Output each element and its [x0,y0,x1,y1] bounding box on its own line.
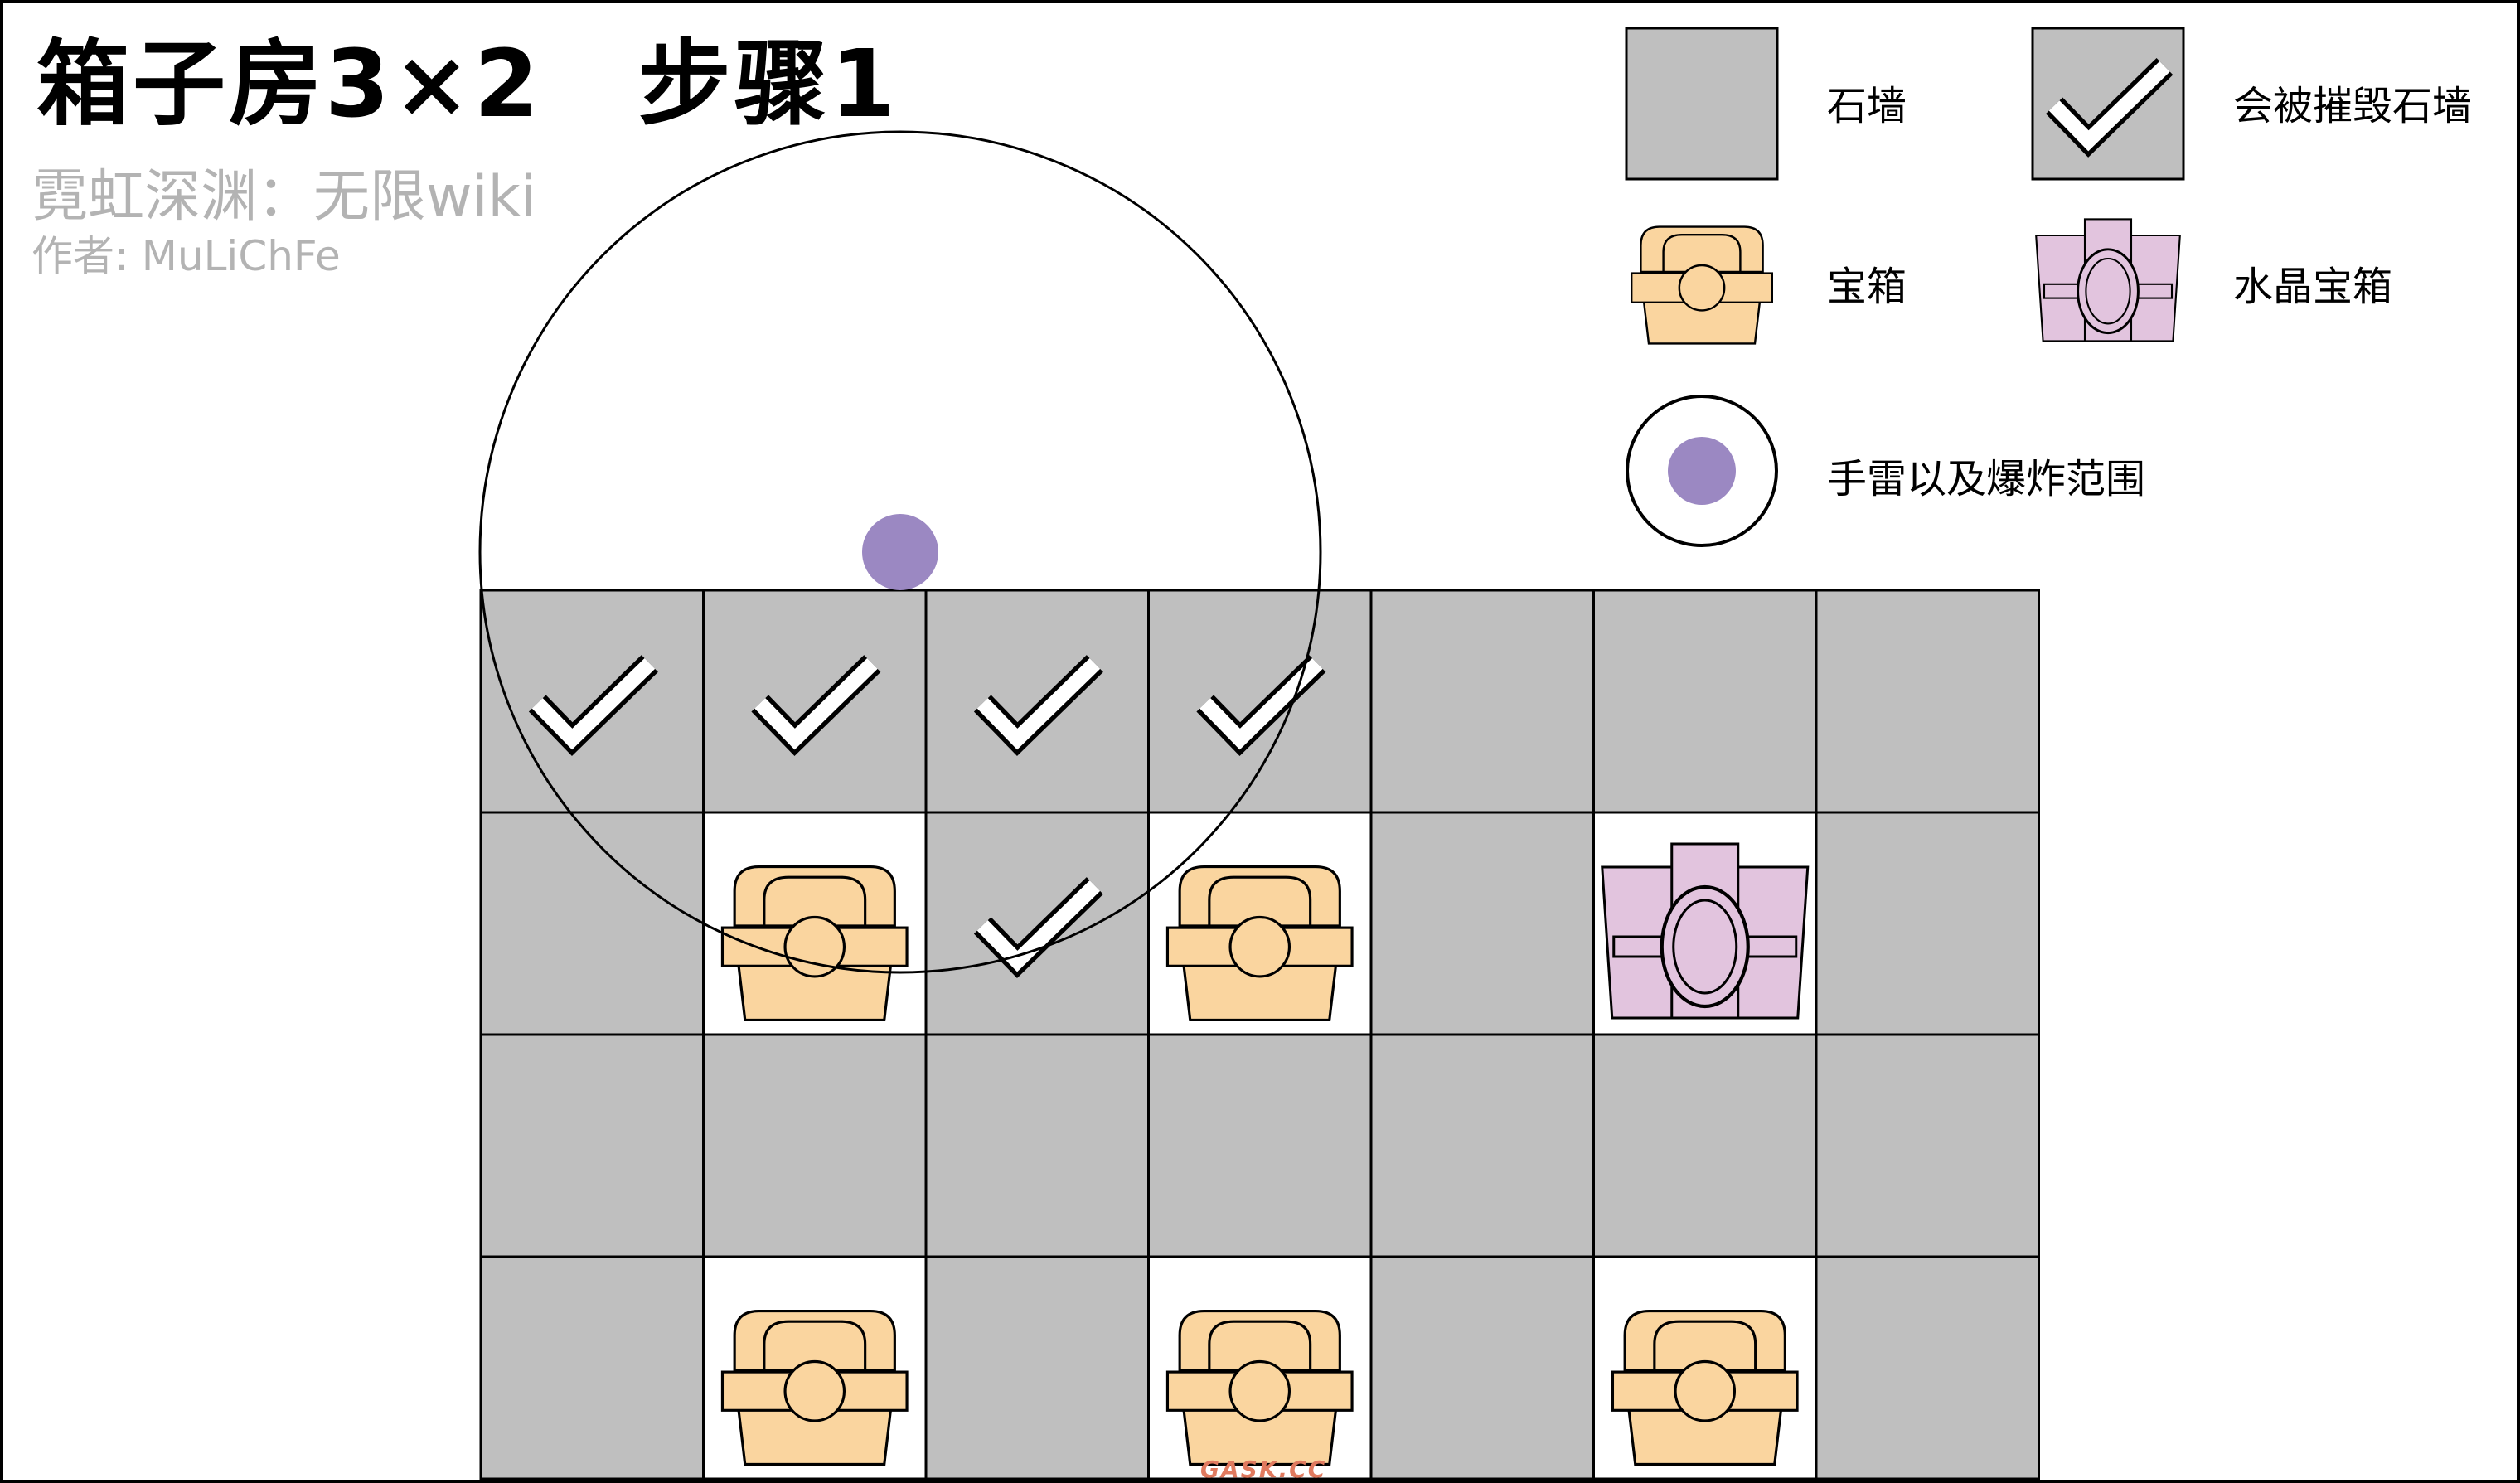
grid-cell-stone-wall [1815,589,2040,814]
legend-label-grenade: 手雷以及爆炸范围 [1827,456,2146,502]
grid-cell-stone-wall [479,811,705,1036]
grid-cell-stone-wall [1592,589,1818,814]
grid-cell-stone-wall [1369,1033,1595,1258]
grid-cell-chest [1592,1255,1818,1481]
legend-icon-chest [1630,225,1773,345]
legend-label-crystal-chest: 水晶宝箱 [2233,264,2393,310]
grid-cell-stone-wall [1592,1033,1818,1258]
grid-cell-stone-wall [924,1033,1150,1258]
author-credit: 作者: MuLiChFe [32,232,341,280]
legend-label-chest: 宝箱 [1827,264,1907,310]
grid-cell-chest [1147,811,1373,1036]
page-title: 箱子房3×2 步骤1 [36,31,899,138]
grid-cell-stone-wall [1369,811,1595,1036]
grid-cell-destroyable-wall [1147,589,1373,814]
room-grid [479,589,2040,1481]
grid-cell-stone-wall [924,1255,1150,1481]
grid-cell-destroyable-wall [924,589,1150,814]
grid-cell-destroyable-wall [924,811,1150,1036]
watermark: GASK.CC [1200,1456,1327,1483]
grid-cell-destroyable-wall [479,589,705,814]
explosion-radius-circle [478,130,1322,974]
grenade-marker [862,514,938,590]
legend-icon-crystal-chest [2035,218,2181,342]
legend-icon-stone-wall [1625,27,1779,181]
legend-icon-grenade [1626,395,1778,547]
grid-cell-stone-wall [1815,1033,2040,1258]
grid-cell-stone-wall [1369,1255,1595,1481]
grid-cell-destroyable-wall [702,589,928,814]
legend-label-stone-wall: 石墙 [1827,83,1907,129]
page-subtitle: 霓虹深渊：无限wiki [32,164,536,230]
grid-cell-chest [702,1255,928,1481]
legend-icon-destroyable-wall [2031,27,2185,181]
grid-cell-stone-wall [1815,1255,2040,1481]
grid-cell-chest [1147,1255,1373,1481]
legend-label-destroyable-wall: 会被摧毁石墙 [2233,83,2473,129]
grid-cell-crystal-chest [1592,811,1818,1036]
grid-cell-stone-wall [479,1255,705,1481]
